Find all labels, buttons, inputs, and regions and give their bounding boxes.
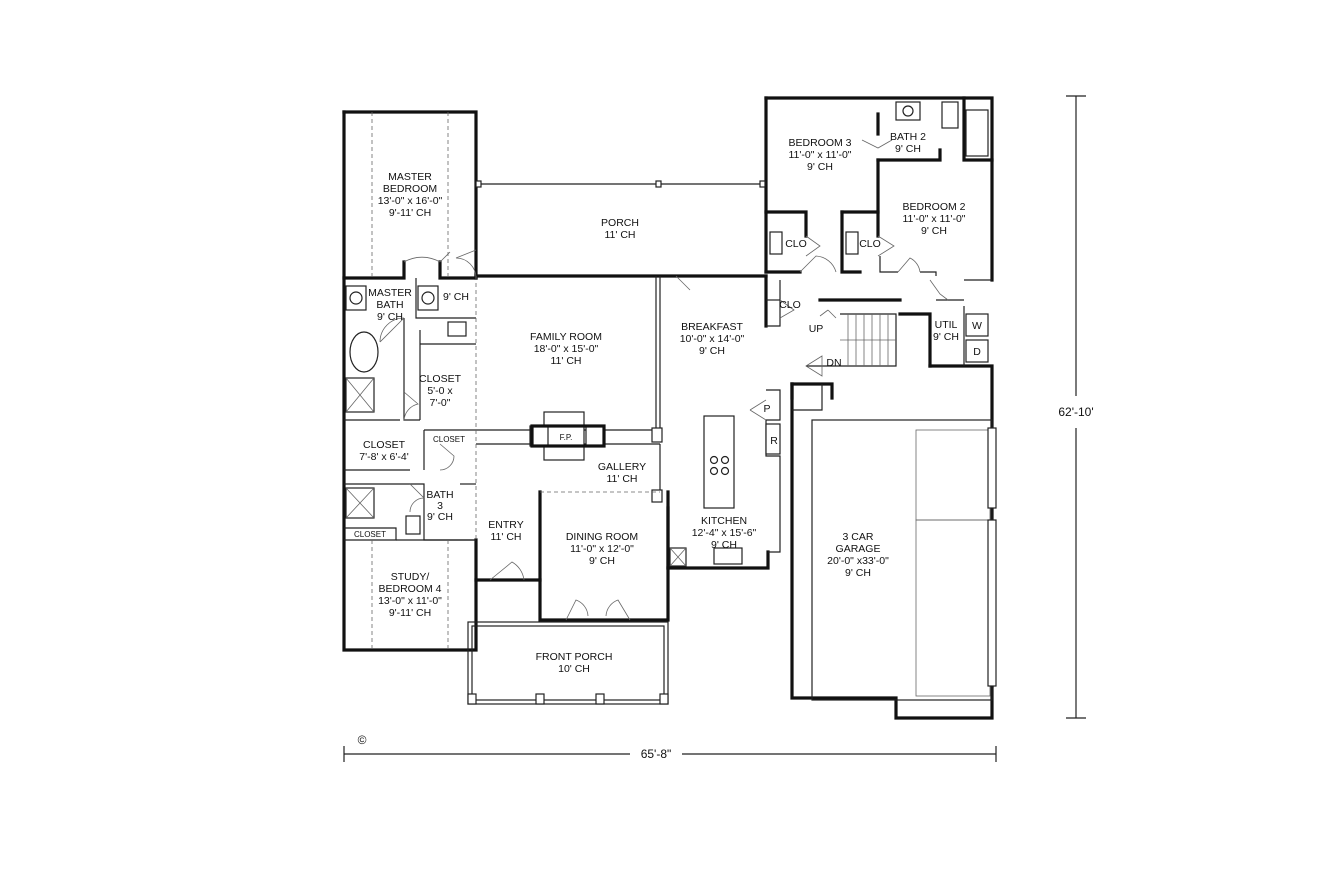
svg-text:13'-0" x 11'-0": 13'-0" x 11'-0"	[378, 595, 442, 607]
svg-text:9' CH: 9' CH	[711, 539, 737, 551]
svg-text:7'-0": 7'-0"	[430, 397, 451, 409]
svg-text:9' CH: 9' CH	[377, 311, 403, 323]
kitchen-label: KITCHEN 12'-4" x 15'-6" 9' CH	[692, 515, 757, 551]
stairs-down-label: DN	[826, 357, 841, 369]
copyright-symbol: ©	[358, 733, 367, 747]
svg-text:9' CH: 9' CH	[933, 331, 959, 343]
svg-text:3: 3	[437, 500, 443, 512]
svg-text:BATH: BATH	[376, 299, 403, 311]
svg-text:18'-0" x 15'-0": 18'-0" x 15'-0"	[534, 343, 599, 355]
svg-text:7'-8' x 6'-4': 7'-8' x 6'-4'	[359, 451, 408, 463]
refrigerator-label: R	[770, 435, 778, 447]
svg-text:MASTER: MASTER	[388, 171, 432, 183]
closet-small-1-label: CLOSET	[433, 435, 465, 444]
svg-text:ENTRY: ENTRY	[488, 519, 523, 531]
ceiling-lines	[371, 112, 660, 650]
clo-1-label: CLO	[785, 238, 807, 250]
svg-text:BATH: BATH	[426, 489, 453, 501]
svg-text:GARAGE: GARAGE	[836, 543, 881, 555]
svg-text:BEDROOM 3: BEDROOM 3	[788, 137, 851, 149]
svg-text:9'-11' CH: 9'-11' CH	[389, 207, 431, 219]
pantry-label: P	[763, 403, 770, 415]
svg-text:5'-0 x: 5'-0 x	[427, 385, 453, 397]
svg-text:11'-0" x 11'-0": 11'-0" x 11'-0"	[788, 149, 851, 161]
closet-b-label: CLOSET 7'-8' x 6'-4'	[359, 439, 408, 463]
svg-text:11' CH: 11' CH	[491, 531, 522, 543]
bath-3-label: BATH 3 9' CH	[426, 489, 453, 523]
fixtures	[345, 101, 997, 705]
width-dimension-label: 65'-8"	[641, 747, 672, 761]
family-room-label: FAMILY ROOM 18'-0" x 15'-0" 11' CH	[530, 331, 602, 367]
svg-text:11' CH: 11' CH	[551, 355, 582, 367]
svg-text:10'-0" x 14'-0": 10'-0" x 14'-0"	[680, 333, 745, 345]
svg-text:11'-0" x 11'-0": 11'-0" x 11'-0"	[902, 213, 965, 225]
stairs-up-label: UP	[809, 323, 824, 335]
svg-text:13'-0" x 16'-0": 13'-0" x 16'-0"	[378, 195, 443, 207]
breakfast-label: BREAKFAST 10'-0" x 14'-0" 9' CH	[680, 321, 745, 357]
width-dimension: 65'-8"	[343, 746, 997, 762]
washer-label: W	[972, 320, 982, 332]
room-labels: MASTER BEDROOM 13'-0" x 16'-0" 9'-11' CH…	[354, 131, 982, 675]
entry-label: ENTRY 11' CH	[488, 519, 523, 543]
svg-text:KITCHEN: KITCHEN	[701, 515, 747, 527]
svg-text:FAMILY ROOM: FAMILY ROOM	[530, 331, 602, 343]
clo-3-label: CLO	[779, 299, 801, 311]
dryer-label: D	[973, 346, 981, 358]
garage-label: 3 CAR GARAGE 20'-0" x33'-0" 9' CH	[827, 531, 889, 579]
svg-text:10' CH: 10' CH	[558, 663, 590, 675]
svg-text:PORCH: PORCH	[601, 217, 639, 229]
interior-walls	[342, 96, 994, 553]
bath-2-label: BATH 2 9' CH	[890, 131, 926, 155]
door-swings	[379, 139, 949, 621]
svg-text:9'-11' CH: 9'-11' CH	[389, 607, 431, 619]
clo-2-label: CLO	[859, 238, 881, 250]
study-label: STUDY/ BEDROOM 4 13'-0" x 11'-0" 9'-11' …	[378, 571, 442, 619]
svg-text:FRONT PORCH: FRONT PORCH	[536, 651, 613, 663]
bedroom-2-label: BEDROOM 2 11'-0" x 11'-0" 9' CH	[902, 201, 965, 237]
porch-label: PORCH 11' CH	[601, 217, 639, 241]
svg-text:STUDY/: STUDY/	[391, 571, 430, 583]
svg-text:GALLERY: GALLERY	[598, 461, 646, 473]
svg-text:11' CH: 11' CH	[605, 229, 636, 241]
front-porch-label: FRONT PORCH 10' CH	[536, 651, 613, 675]
svg-text:9' CH: 9' CH	[807, 161, 833, 173]
svg-text:9' CH: 9' CH	[427, 511, 453, 523]
bedroom-3-label: BEDROOM 3 11'-0" x 11'-0" 9' CH	[788, 137, 851, 173]
svg-text:3 CAR: 3 CAR	[843, 531, 874, 543]
stair-treads	[819, 309, 896, 366]
closet-a-label: CLOSET 5'-0 x 7'-0"	[419, 373, 462, 409]
svg-text:20'-0" x33'-0": 20'-0" x33'-0"	[827, 555, 889, 567]
svg-text:9' CH: 9' CH	[589, 555, 615, 567]
svg-text:11'-0" x 12'-0": 11'-0" x 12'-0"	[570, 543, 634, 555]
svg-text:9' CH: 9' CH	[921, 225, 947, 237]
svg-text:CLOSET: CLOSET	[363, 439, 406, 451]
svg-text:MASTER: MASTER	[368, 287, 412, 299]
util-label: UTIL 9' CH	[933, 319, 959, 343]
svg-text:BATH 2: BATH 2	[890, 131, 926, 143]
master-bedroom-label: MASTER BEDROOM 13'-0" x 16'-0" 9'-11' CH	[378, 171, 443, 219]
master-closet-ceiling-label: 9' CH	[443, 291, 469, 303]
svg-text:9' CH: 9' CH	[845, 567, 871, 579]
master-bath-label: MASTER BATH 9' CH	[368, 287, 412, 323]
svg-text:12'-4" x 15'-6": 12'-4" x 15'-6"	[692, 527, 757, 539]
depth-dimension-label: 62'-10'	[1058, 405, 1093, 419]
svg-text:11' CH: 11' CH	[607, 473, 638, 485]
closet-small-2-label: CLOSET	[354, 530, 386, 539]
gallery-label: GALLERY 11' CH	[598, 461, 646, 485]
depth-dimension: 62'-10'	[1058, 95, 1094, 719]
svg-text:BEDROOM 2: BEDROOM 2	[902, 201, 965, 213]
svg-text:UTIL: UTIL	[935, 319, 958, 331]
svg-text:CLOSET: CLOSET	[419, 373, 462, 385]
dining-room-label: DINING ROOM 11'-0" x 12'-0" 9' CH	[566, 531, 638, 567]
svg-text:9' CH: 9' CH	[699, 345, 725, 357]
svg-text:BEDROOM 4: BEDROOM 4	[378, 583, 441, 595]
svg-text:9' CH: 9' CH	[895, 143, 921, 155]
fireplace-label: F.P.	[560, 433, 573, 442]
exterior-walls	[342, 96, 994, 720]
svg-text:BEDROOM: BEDROOM	[383, 183, 437, 195]
svg-text:DINING ROOM: DINING ROOM	[566, 531, 638, 543]
svg-text:BREAKFAST: BREAKFAST	[681, 321, 743, 333]
